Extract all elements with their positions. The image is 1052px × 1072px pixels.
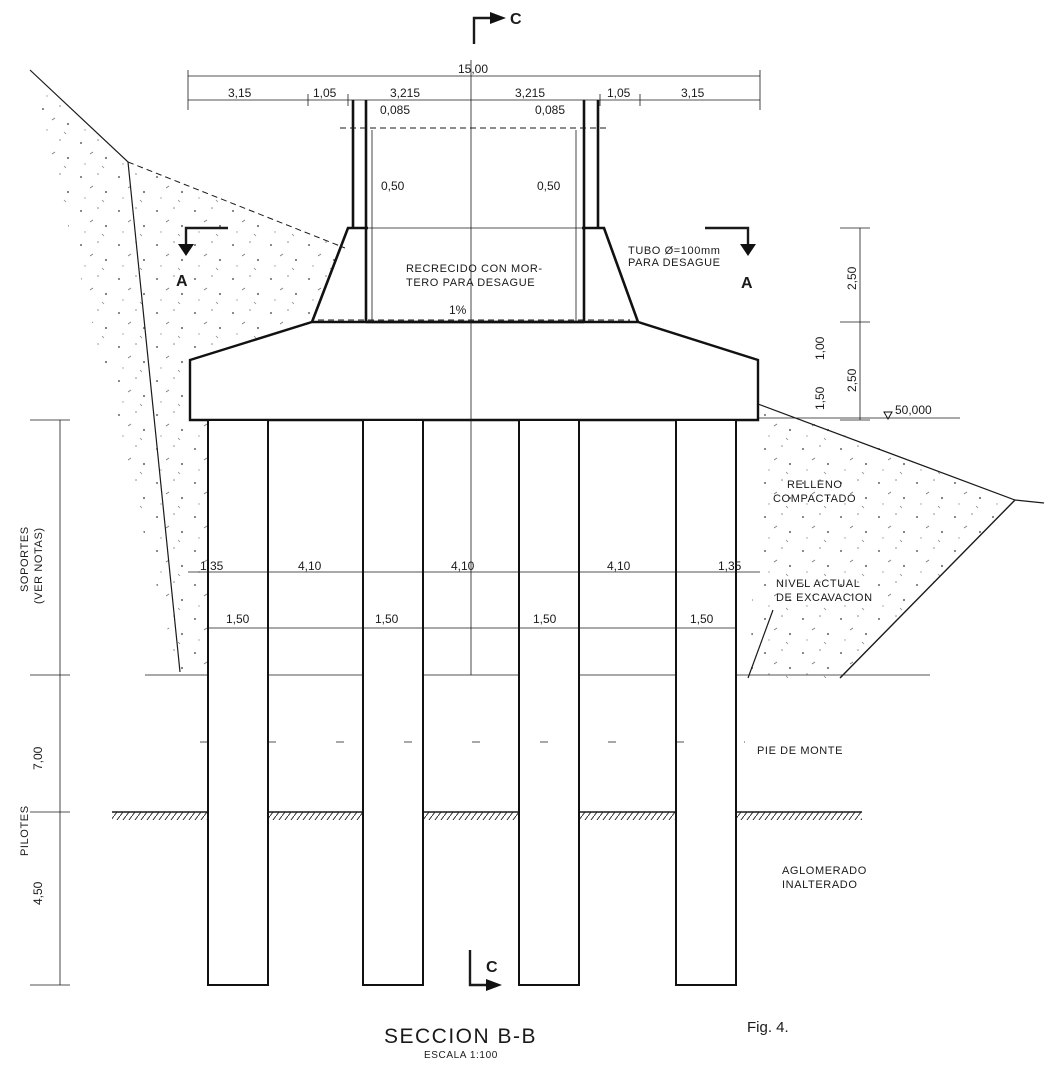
wing-left [310, 226, 368, 323]
caption-scale: ESCALA 1:100 [424, 1050, 498, 1061]
pilotes-text: PILOTES [19, 805, 31, 856]
left-top-ground [127, 161, 346, 249]
dim-right-height-1: 2,50 [845, 266, 859, 290]
dim-soportes-height: 7,00 [31, 746, 45, 770]
relleno-text-1: RELLENO [787, 479, 843, 491]
dimension-lines [30, 70, 870, 986]
aglomerado-text-1: AGLOMERADO [782, 865, 867, 877]
cut-c-bottom-arrow [486, 979, 502, 991]
cut-a-right-arrow [740, 244, 756, 256]
caption-title: SECCION B-B [384, 1025, 537, 1048]
figure-label: Fig. 4. [747, 1019, 789, 1036]
cut-marks [178, 12, 893, 991]
pile-2 [362, 419, 424, 986]
labels: C C A A 15,00 3,15 1,05 3,215 3,215 1,05… [19, 11, 932, 1061]
cut-a-right-label: A [741, 275, 753, 292]
pile-1 [207, 419, 269, 986]
nivel-text-2: DE EXCAVACION [776, 592, 873, 604]
abutment [188, 60, 760, 675]
aglomerado-hatch [112, 812, 862, 820]
piles [200, 419, 745, 986]
dim-pile-width-2: 1,50 [375, 612, 399, 626]
elevation-triangle [883, 411, 893, 421]
cut-a-left-arrow [178, 244, 194, 256]
cut-c-bottom-mark [468, 950, 486, 987]
dim-pilotes-height: 4,50 [31, 881, 45, 905]
dim-top-3: 3,215 [390, 86, 420, 100]
cut-c-top-mark [472, 16, 490, 44]
dim-spacing-3: 4,10 [451, 559, 475, 573]
dim-top-4: 3,215 [515, 86, 545, 100]
dim-right-height-3: 2,50 [845, 368, 859, 392]
dim-wall-right: 0,50 [537, 179, 561, 193]
dim-overall-width: 15,00 [458, 62, 488, 76]
dim-spacing-4: 4,10 [607, 559, 631, 573]
tubo-text-2: PARA DESAGUE [628, 257, 721, 269]
recrecido-text-2: TERO PARA DESAGUE [406, 277, 535, 289]
soportes-text-2: (VER NOTAS) [33, 527, 45, 604]
dim-parapet-left: 0,085 [380, 103, 410, 117]
dim-spacing-5: 1,35 [718, 559, 742, 573]
dim-pile-width-3: 1,50 [533, 612, 557, 626]
recrecido-text-1: RECRECIDO CON MOR- [406, 263, 543, 275]
slope-label: 1% [449, 303, 467, 317]
cut-a-left-mark [184, 226, 228, 246]
dim-top-1: 3,15 [228, 86, 252, 100]
cut-c-top-label: C [510, 11, 522, 28]
dim-pile-width-4: 1,50 [690, 612, 714, 626]
cut-a-right-mark [705, 226, 750, 246]
terrain [29, 69, 1045, 820]
right-fill-area [750, 404, 1015, 678]
cut-c-top-arrow [490, 12, 506, 24]
aglomerado-text-2: INALTERADO [782, 879, 857, 891]
tubo-text-1: TUBO Ø=100mm [628, 245, 720, 257]
dim-parapet-right: 0,085 [535, 103, 565, 117]
dim-wall-left: 0,50 [381, 179, 405, 193]
pile-4 [675, 419, 737, 986]
nivel-text-1: NIVEL ACTUAL [776, 578, 860, 590]
pile-3 [518, 419, 580, 986]
dim-spacing-2: 4,10 [298, 559, 322, 573]
wing-right [582, 226, 640, 323]
dim-top-2: 1,05 [313, 86, 337, 100]
relleno-text-2: COMPACTADO [773, 493, 856, 505]
pile-cap [188, 320, 760, 422]
dim-spacing-1: 1,35 [200, 559, 224, 573]
dim-top-6: 3,15 [681, 86, 705, 100]
cut-c-bottom-label: C [486, 959, 498, 976]
pie-de-monte-text: PIE DE MONTE [757, 745, 843, 757]
dim-right-height-4: 1,50 [813, 386, 827, 410]
cut-a-left-label: A [176, 273, 188, 290]
elevation-label: 50,000 [895, 403, 932, 417]
soportes-text-1: SOPORTES [19, 526, 31, 592]
left-fill-area [30, 70, 345, 672]
excavation-line-2 [747, 609, 774, 679]
dim-top-5: 1,05 [607, 86, 631, 100]
dim-right-height-2: 1,00 [813, 336, 827, 360]
excavation-line [839, 499, 1016, 679]
dim-pile-width-1: 1,50 [226, 612, 250, 626]
